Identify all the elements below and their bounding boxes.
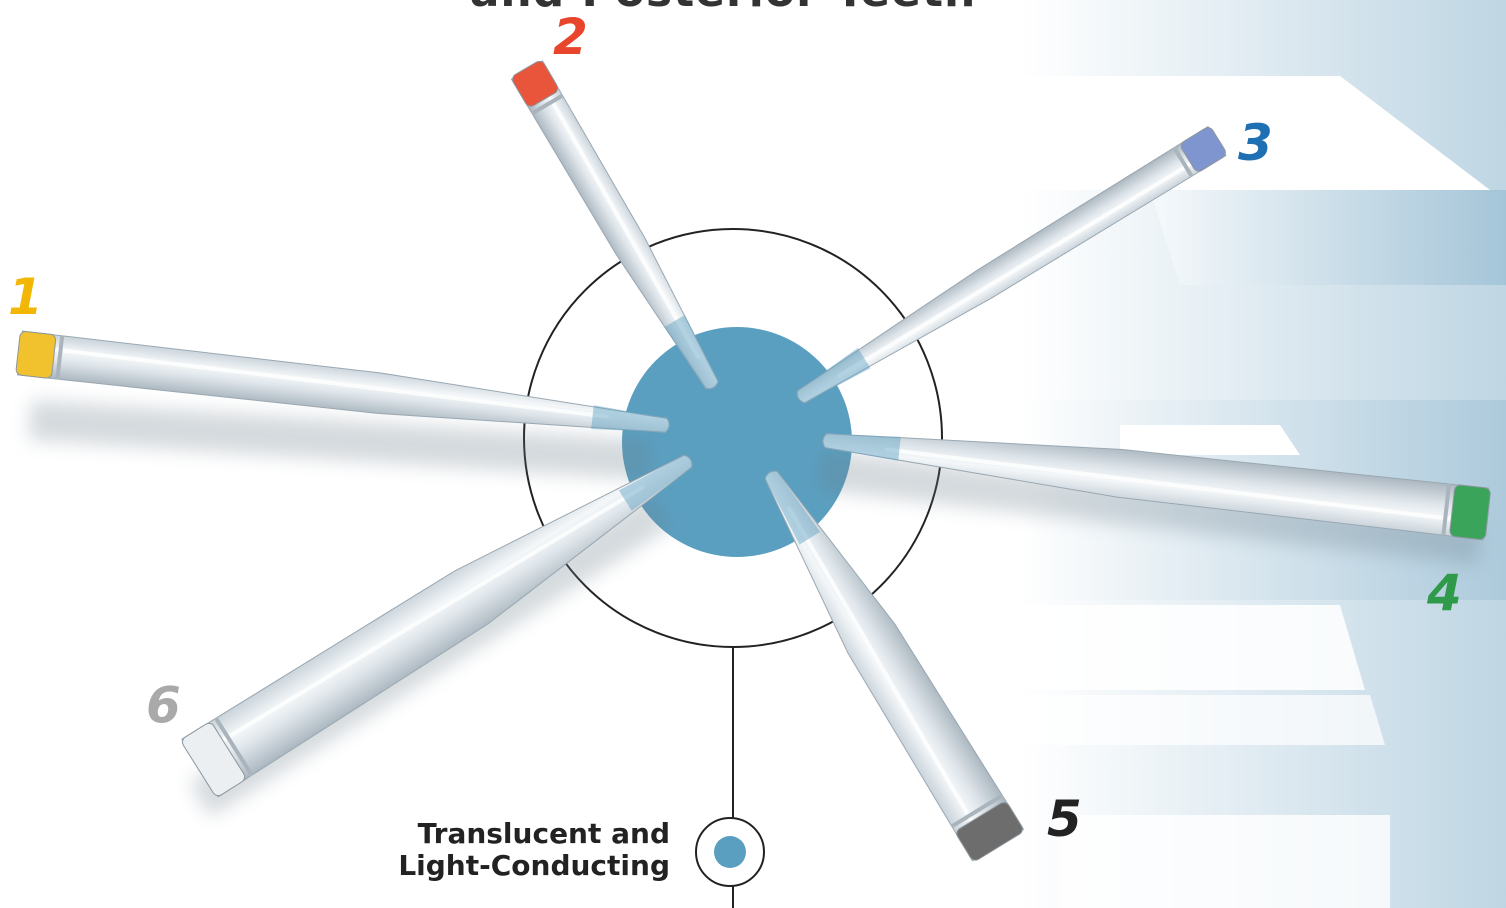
instruments-group: [15, 60, 1491, 862]
instrument-4: [822, 433, 1491, 541]
translucent-dot-fill: [714, 836, 746, 868]
instrument-1-collar: [55, 335, 65, 380]
instrument-1-cap: [15, 331, 57, 379]
instrument-2: [510, 60, 719, 390]
instrument-3-highlight: [837, 149, 1214, 378]
instrument-4-highlight: [884, 447, 1478, 524]
instrument-6-cap: [181, 722, 246, 797]
instrument-2-translucent-tip: [664, 314, 718, 389]
instrument-5-collar: [950, 793, 1004, 829]
instrument-4-cap: [1449, 484, 1491, 540]
instrument-2-highlight: [535, 73, 701, 359]
label-5: 5: [1047, 790, 1082, 848]
instrument-5-highlight: [787, 506, 986, 844]
instrument-6-collar: [214, 716, 254, 777]
label-1: 1: [8, 268, 43, 326]
label-4: 4: [1427, 564, 1462, 622]
instrument-4-translucent-tip: [822, 433, 901, 461]
callout-text: Translucent and Light-Conducting: [330, 818, 670, 882]
instrument-1: [15, 330, 670, 433]
instrument-1-highlight: [28, 344, 610, 419]
label-6: 6: [146, 676, 181, 734]
label-3: 3: [1238, 114, 1273, 172]
instrument-5-cap: [956, 802, 1023, 861]
instrument-3-cap: [1180, 127, 1226, 172]
instrument-2-collar: [530, 93, 564, 116]
instrument-4-collar: [1441, 483, 1452, 536]
callout-line-1: Translucent and: [417, 817, 670, 850]
instrument-3-collar: [1172, 146, 1194, 178]
callout-line-2: Light-Conducting: [398, 849, 670, 882]
instrument-3-translucent-tip: [797, 347, 871, 403]
instrument-6-translucent-tip: [618, 455, 692, 511]
instrument-2-body: [510, 60, 719, 390]
instrument-3: [796, 125, 1227, 404]
page-title: and Posterior Teeth: [0, 0, 1476, 17]
instrument-5-body: [764, 470, 1025, 862]
instrument-1-translucent-tip: [591, 405, 670, 433]
label-2: 2: [553, 8, 588, 66]
instrument-6: [181, 454, 693, 798]
instrument-1-body: [16, 330, 670, 433]
instrument-5-translucent-tip: [765, 471, 821, 545]
instrument-2-cap: [512, 60, 559, 107]
instrument-5: [764, 470, 1025, 862]
background-stripes: [1020, 0, 1506, 908]
instrument-6-body: [181, 454, 693, 798]
instrument-3-body: [796, 125, 1227, 404]
instrument-6-highlight: [200, 485, 645, 755]
